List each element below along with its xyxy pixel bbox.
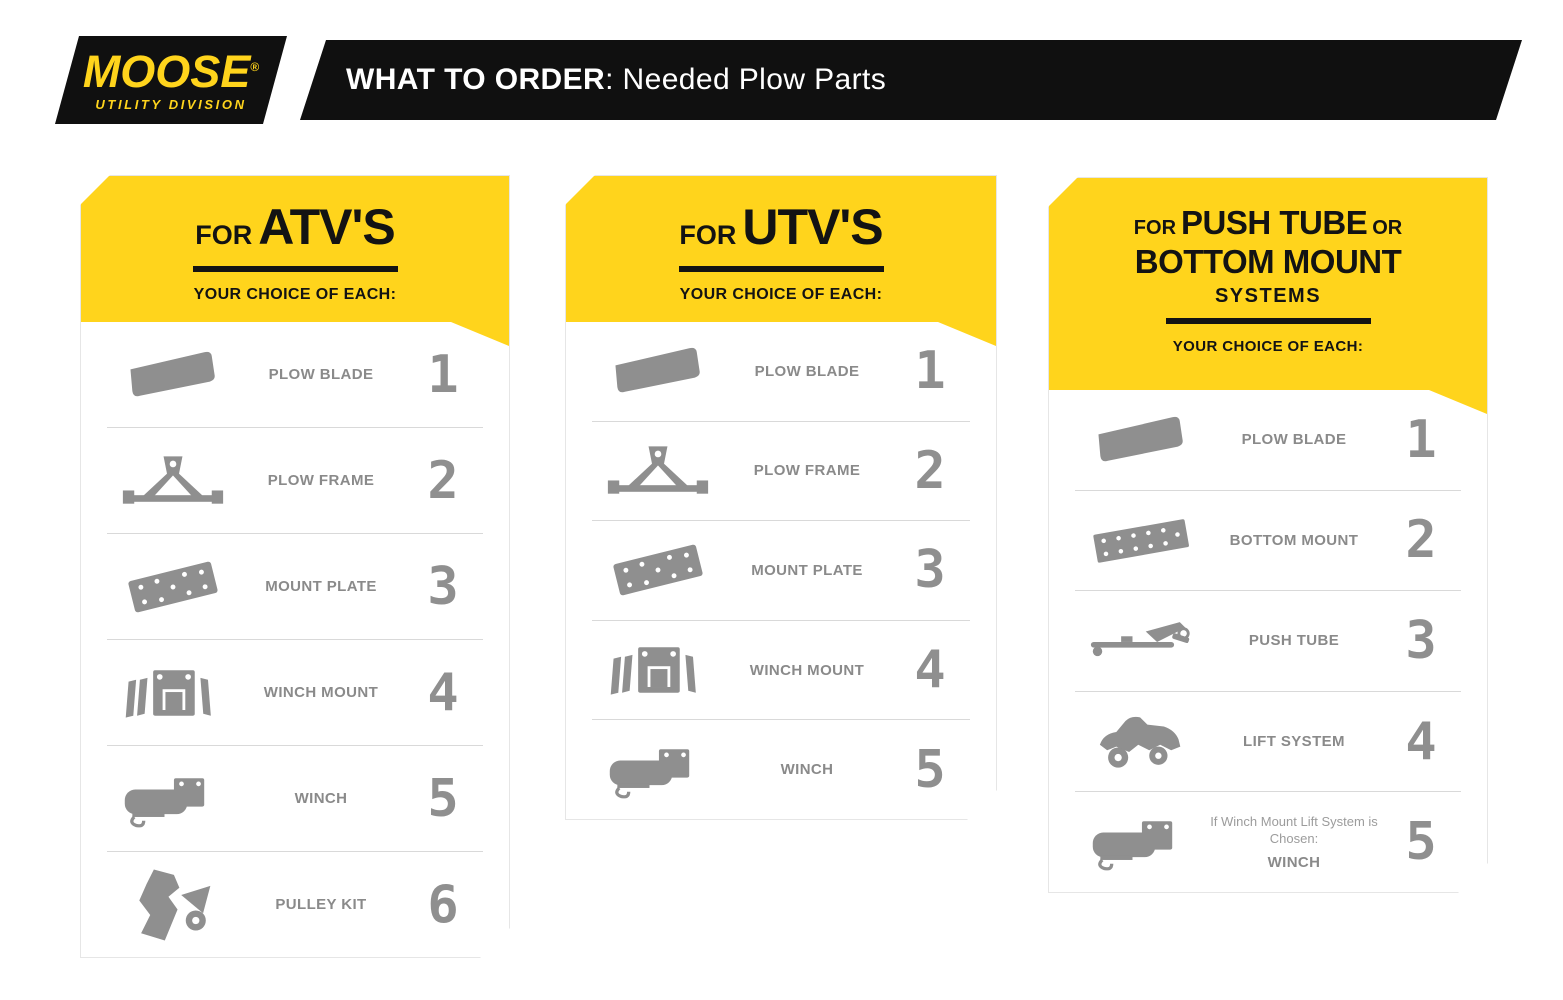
part-number: 3 (1405, 610, 1437, 671)
part-row: PLOW FRAME 2 (107, 427, 483, 533)
moose-logo: MOOSE® UTILITY DIVISION (55, 36, 287, 124)
part-number: 2 (1405, 510, 1437, 571)
winch-mount-icon (121, 664, 225, 722)
bottom-mount-icon (1089, 511, 1193, 569)
card-atv-subtitle: YOUR CHOICE OF EACH: (193, 286, 397, 303)
part-label: LIFT SYSTEM (1243, 733, 1345, 751)
part-number: 5 (914, 739, 946, 800)
card-atv-body: PLOW BLADE 1 PLOW FRAME 2 MOUNT PLATE 3 … (81, 322, 509, 957)
part-number: 2 (427, 450, 459, 511)
plow-blade-icon (606, 342, 710, 400)
part-number: 1 (914, 341, 946, 402)
part-row: PULLEY KIT 6 (107, 851, 483, 957)
winch-icon (606, 741, 710, 799)
part-label: PLOW BLADE (268, 366, 374, 383)
plow-blade-icon (1089, 411, 1193, 469)
part-row: WINCH MOUNT 4 (107, 639, 483, 745)
part-row: If Winch Mount Lift System is Chosen: WI… (1075, 791, 1461, 892)
part-row: PLOW BLADE 1 (107, 322, 483, 427)
part-label: MOUNT PLATE (265, 578, 377, 595)
part-number: 1 (1405, 409, 1437, 470)
winch-icon (121, 770, 225, 828)
registered-mark: ® (250, 59, 260, 74)
part-row: WINCH 5 (592, 719, 970, 819)
title-underline (679, 266, 884, 272)
lift-system-icon (1089, 710, 1193, 774)
part-row: MOUNT PLATE 3 (592, 520, 970, 620)
part-number: 3 (914, 540, 946, 601)
part-row: PUSH TUBE 3 (1075, 590, 1461, 691)
winch-condition-note: If Winch Mount Lift System is Chosen: (1210, 813, 1378, 846)
part-number: 2 (914, 440, 946, 501)
part-label: PLOW FRAME (753, 462, 861, 480)
part-number: 5 (1405, 812, 1437, 873)
part-label: WINCH MOUNT (749, 661, 865, 679)
part-number: 3 (427, 556, 459, 617)
card-push-tube-body: PLOW BLADE 1 BOTTOM MOUNT 2 PUSH TUBE 3 … (1049, 390, 1487, 892)
part-row: PLOW FRAME 2 (592, 421, 970, 521)
mount-plate-icon (606, 541, 710, 599)
part-row: PLOW BLADE 1 (1075, 390, 1461, 490)
part-label: PLOW BLADE (1241, 431, 1347, 449)
title-underline (193, 266, 398, 272)
part-number: 4 (914, 640, 946, 701)
mount-plate-icon (121, 558, 225, 616)
part-number: 4 (1405, 711, 1437, 772)
part-row: LIFT SYSTEM 4 (1075, 691, 1461, 792)
part-row: WINCH MOUNT 4 (592, 620, 970, 720)
part-label: WINCH MOUNT (263, 684, 379, 701)
part-label: PLOW BLADE (754, 362, 860, 380)
part-label: PULLEY KIT (275, 896, 367, 913)
plow-frame-icon (606, 442, 710, 500)
winch-icon (1089, 813, 1193, 871)
part-number: 5 (427, 768, 459, 829)
part-row: WINCH 5 (107, 745, 483, 851)
part-number: 1 (427, 344, 459, 405)
moose-logo-division: UTILITY DIVISION (95, 96, 247, 112)
header-banner: WHAT TO ORDER: Needed Plow Parts (300, 40, 1522, 120)
title-underline (1166, 318, 1371, 324)
part-row: MOUNT PLATE 3 (107, 533, 483, 639)
part-row: BOTTOM MOUNT 2 (1075, 490, 1461, 591)
part-label: WINCH (1267, 853, 1321, 871)
part-label: BOTTOM MOUNT (1229, 531, 1359, 549)
part-label: PLOW FRAME (267, 472, 375, 489)
push-tube-icon (1089, 612, 1193, 670)
card-utv-subtitle: YOUR CHOICE OF EACH: (679, 286, 883, 303)
part-row: PLOW BLADE 1 (592, 322, 970, 421)
part-label: PUSH TUBE (1248, 632, 1340, 650)
part-label: WINCH (294, 790, 348, 807)
plow-frame-icon (121, 452, 225, 510)
pulley-kit-icon (121, 864, 225, 946)
moose-logo-wordmark: MOOSE® (82, 45, 260, 97)
part-label: MOUNT PLATE (751, 561, 863, 579)
card-utv-body: PLOW BLADE 1 PLOW FRAME 2 MOUNT PLATE 3 … (566, 322, 996, 819)
part-label: WINCH (780, 761, 834, 779)
part-number: 4 (427, 662, 459, 723)
banner-title: WHAT TO ORDER: Needed Plow Parts (346, 63, 887, 96)
part-number: 6 (427, 874, 459, 935)
card-push-tube-subtitle: YOUR CHOICE OF EACH: (1172, 337, 1364, 355)
winch-mount-icon (606, 641, 710, 699)
plow-blade-icon (121, 346, 225, 404)
